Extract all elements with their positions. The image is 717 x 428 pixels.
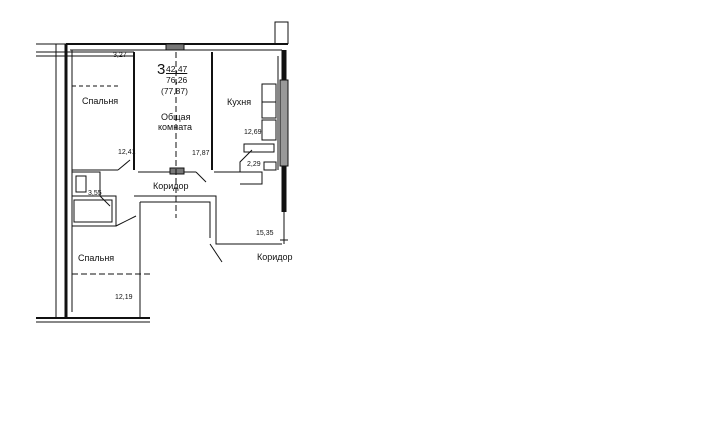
balcony-rail bbox=[36, 51, 134, 57]
kitchen-counter bbox=[261, 101, 277, 119]
room-label-bedroom-1: Спальня bbox=[82, 96, 119, 106]
window-kitchen bbox=[279, 79, 289, 167]
door-living bbox=[195, 171, 207, 183]
window-corridor bbox=[169, 167, 185, 175]
room-label-living-1: Общая bbox=[161, 112, 191, 122]
door-kitchen bbox=[239, 149, 253, 172]
window-living bbox=[165, 43, 185, 51]
right-wall-stub bbox=[280, 212, 288, 244]
meter bbox=[263, 161, 277, 171]
fridge bbox=[261, 119, 277, 141]
toilet bbox=[75, 175, 87, 193]
door-bath bbox=[99, 195, 111, 207]
balcony-area: 3,27 bbox=[113, 52, 127, 59]
wc-wall bbox=[72, 171, 101, 196]
stove bbox=[261, 83, 277, 103]
room-area-bedroom-1: 12,41 bbox=[118, 149, 136, 156]
wall-bath bbox=[72, 195, 117, 227]
area-with-balcony: (77,87) bbox=[161, 86, 188, 96]
bath-tub bbox=[73, 199, 113, 223]
total-area: 76,26 bbox=[166, 75, 188, 85]
room-area-wc: 2,29 bbox=[247, 161, 261, 168]
room-count: 3 bbox=[157, 61, 166, 78]
room-label-hall: Коридор bbox=[257, 252, 293, 262]
room-area-bathroom: 3,55 bbox=[88, 190, 102, 197]
wall-bedroom2 bbox=[139, 201, 211, 318]
room-label-kitchen: Кухня bbox=[227, 97, 252, 107]
kitchen-sink bbox=[243, 143, 275, 153]
room-label-living-2: комната bbox=[158, 122, 193, 132]
wall-corridor-top bbox=[72, 169, 240, 173]
door-bedroom1 bbox=[117, 159, 131, 171]
sink-area bbox=[240, 171, 263, 185]
door-bedroom2 bbox=[115, 215, 137, 227]
wall-corridor-bottom bbox=[134, 195, 282, 245]
room-area-hall: 15,35 bbox=[256, 230, 274, 237]
living-area: 42,47 bbox=[166, 64, 188, 74]
room-area-kitchen: 12,69 bbox=[244, 129, 262, 136]
room-label-bedroom-2: Спальня bbox=[78, 253, 115, 263]
room-area-bedroom-2: 12,19 bbox=[115, 294, 133, 301]
balcony-outline bbox=[36, 21, 289, 45]
door-entrance bbox=[209, 243, 223, 263]
room-area-living: 17,87 bbox=[192, 150, 210, 157]
room-label-corridor: Коридор bbox=[153, 181, 189, 191]
